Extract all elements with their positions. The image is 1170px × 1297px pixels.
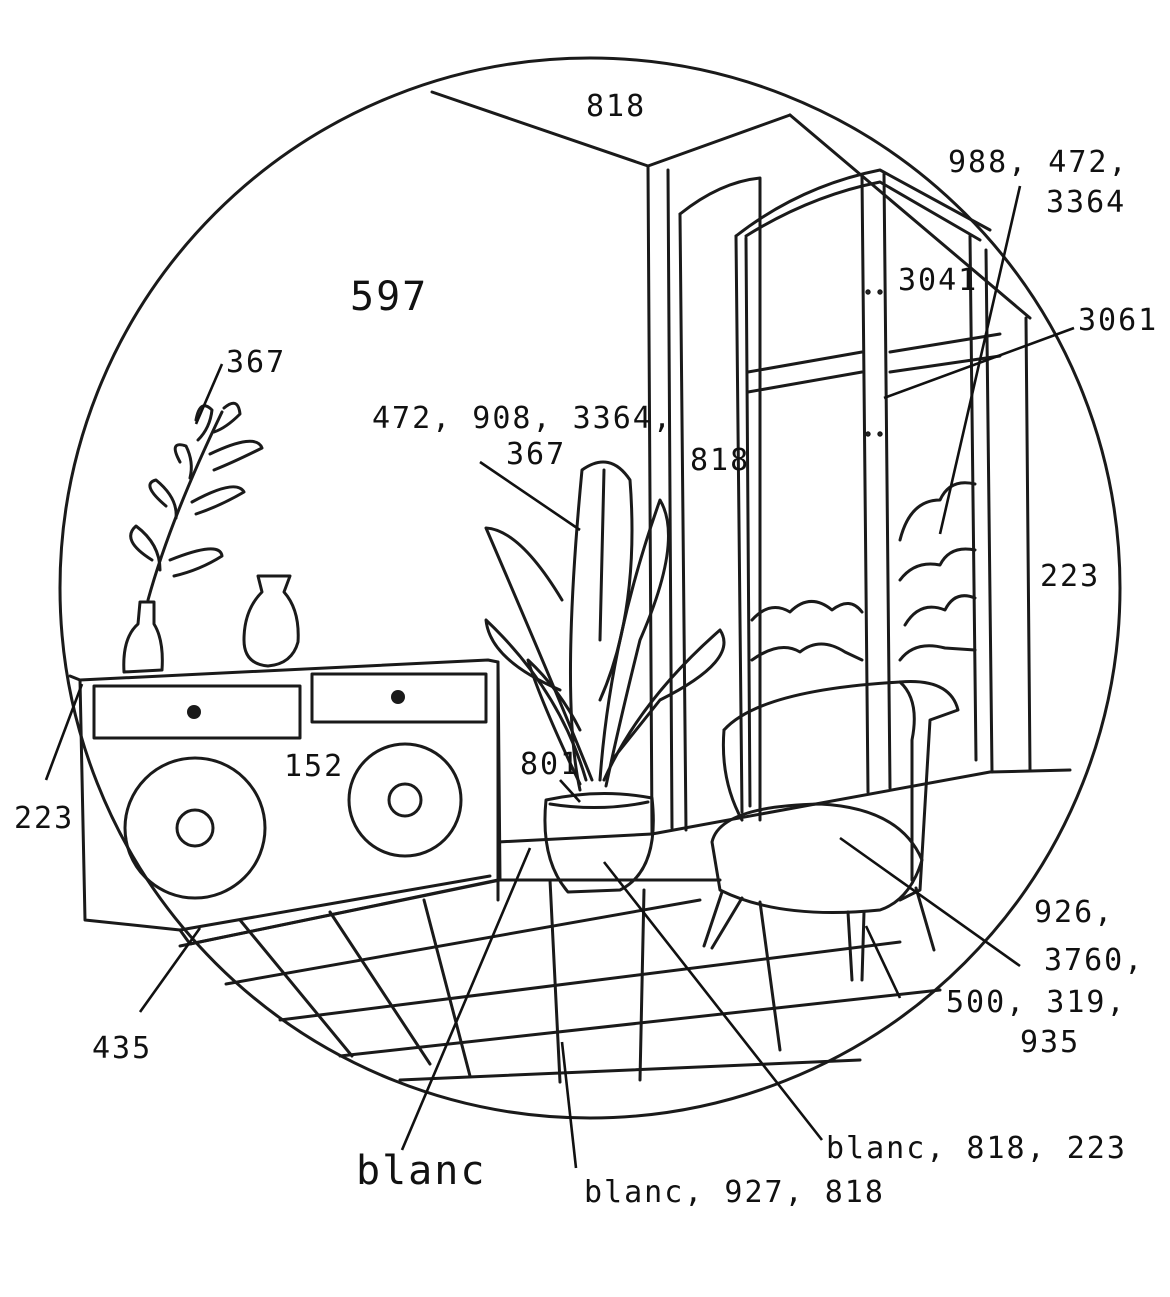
label-sideboard-front: 152 — [284, 749, 344, 784]
label-window-panes: 3061 — [1078, 303, 1158, 338]
outside-trees — [750, 481, 977, 662]
label-ceiling: 818 — [586, 89, 646, 124]
label-plant-leaves-1: 472, 908, 3364, — [372, 401, 673, 436]
label-pot-body: blanc, 818, 223 — [826, 1131, 1127, 1166]
label-trees-2: 3364 — [1046, 185, 1126, 220]
sideboard — [68, 658, 502, 946]
label-pot: 801 — [520, 747, 580, 782]
label-chair-legs-1: 500, 319, — [946, 985, 1127, 1020]
label-tiles: blanc, 927, 818 — [584, 1175, 885, 1210]
label-floor-edge: 435 — [92, 1031, 152, 1066]
frame-circle — [58, 56, 1122, 1120]
label-trees-1: 988, 472, — [948, 145, 1129, 180]
label-branch: 367 — [226, 345, 286, 380]
label-baseboard: blanc — [356, 1148, 486, 1194]
label-chair-2: 3760, — [1044, 943, 1144, 978]
label-window-frame: 3041 — [898, 263, 978, 298]
label-right-wall: 223 — [1040, 559, 1100, 594]
vases — [122, 401, 300, 674]
leader-lines — [44, 185, 1075, 1169]
label-sideboard-edge: 223 — [14, 801, 74, 836]
plant — [484, 460, 726, 894]
label-plant-leaves-2: 367 — [506, 437, 566, 472]
armchair — [702, 680, 960, 982]
label-chair-1: 926, — [1034, 895, 1114, 930]
label-wall: 597 — [350, 274, 428, 320]
label-chair-legs-2: 935 — [1020, 1025, 1080, 1060]
label-corner-wall: 818 — [690, 443, 750, 478]
floor-tiles — [178, 878, 942, 1084]
